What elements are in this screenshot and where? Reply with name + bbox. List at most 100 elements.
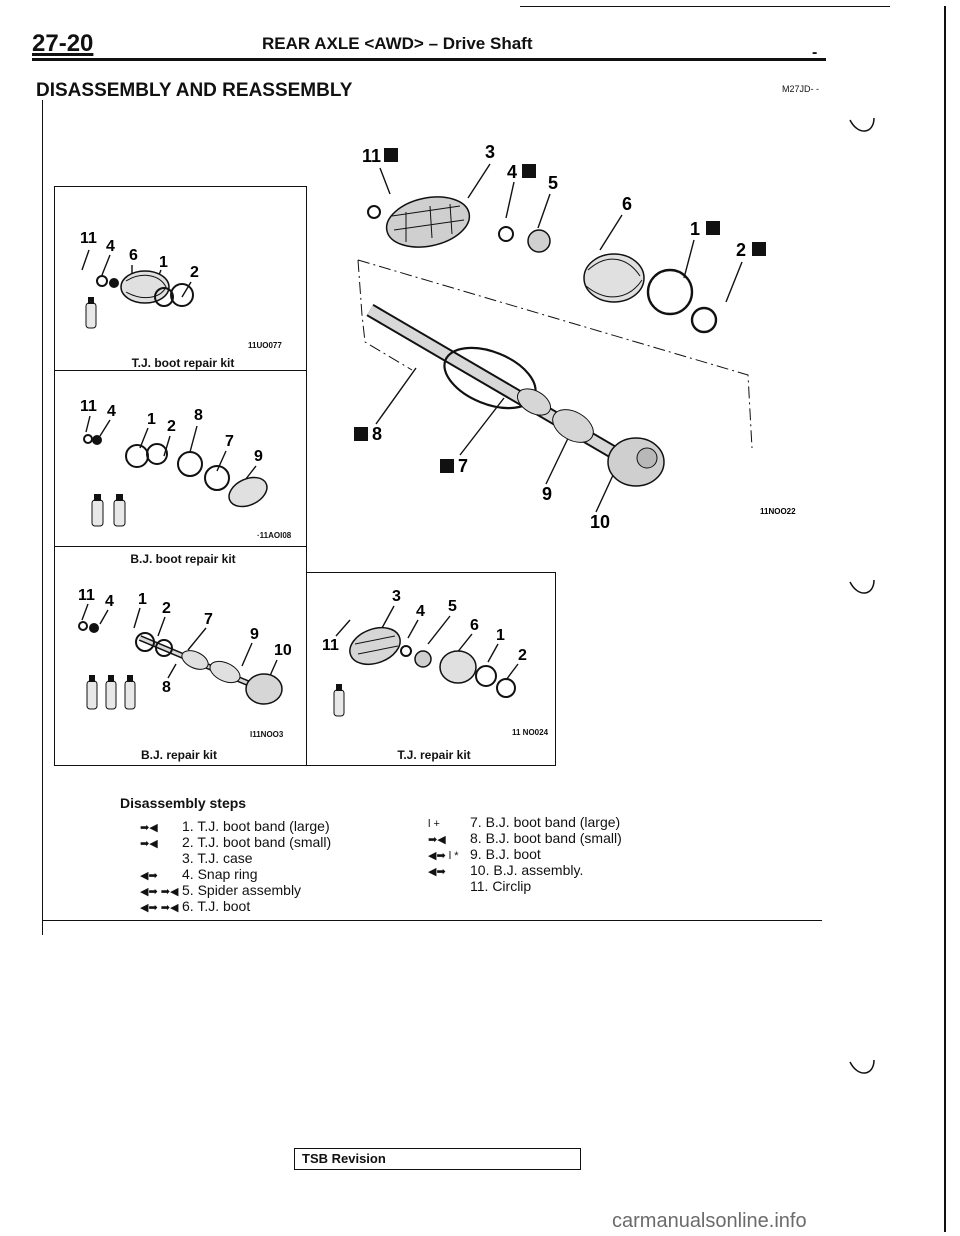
svg-text:4: 4 [107, 403, 116, 420]
left-margin-rule [42, 100, 43, 935]
svg-text:4: 4 [106, 238, 115, 255]
header-tick: - [812, 44, 818, 61]
svg-text:7: 7 [225, 433, 234, 450]
svg-text:2: 2 [162, 600, 171, 617]
svg-text:1: 1 [690, 219, 700, 239]
tsb-revision-box [294, 1148, 581, 1170]
page-number: 27-20 [32, 30, 94, 57]
step-8: ➡◀ 8. B.J. boot band (small) [428, 830, 622, 846]
right-page-edge [944, 6, 946, 1232]
svg-text:4: 4 [416, 603, 425, 620]
step-5: ◀➡ ➡◀5. Spider assembly [140, 882, 331, 898]
step-10: ◀➡ 10. B.J. assembly. [428, 862, 622, 878]
step-marker: ◀➡ [428, 866, 446, 878]
step-9: ◀➡ l * 9. B.J. boot [428, 846, 622, 862]
svg-text:4: 4 [507, 162, 517, 182]
bottom-rule [42, 920, 822, 921]
svg-text:6: 6 [470, 617, 479, 634]
step-text: 3. T.J. case [182, 850, 253, 866]
step-7: l + 7. B.J. boot band (large) [428, 814, 622, 830]
svg-text:2: 2 [167, 418, 176, 435]
step-text: 5. Spider assembly [182, 882, 302, 898]
svg-text:3: 3 [485, 142, 495, 162]
bj-boot-code: ·11AOl08 [257, 531, 292, 540]
svg-text:5: 5 [448, 598, 457, 615]
binder-marks [849, 117, 875, 1074]
tsb-revision-label: TSB Revision [302, 1151, 386, 1166]
step-2: ➡◀ 2. T.J. boot band (small) [140, 834, 331, 850]
step-text: 7. B.J. boot band (large) [470, 814, 621, 830]
step-text: 2. T.J. boot band (small) [182, 834, 332, 850]
step-marker: ◀➡ ➡◀ [140, 902, 179, 914]
svg-text:1: 1 [147, 411, 156, 428]
svg-text:11: 11 [362, 146, 381, 166]
svg-text:1: 1 [159, 254, 168, 271]
svg-text:5: 5 [548, 173, 558, 193]
bj-boot-kit-illustration: 11 4 1 2 8 7 9 [80, 398, 268, 527]
step-marker: ➡◀ [140, 822, 158, 834]
svg-text:1: 1 [138, 591, 147, 608]
svg-text:8: 8 [194, 407, 203, 424]
step-marker: ◀➡ l * [428, 850, 459, 862]
step-text: 1. T.J. boot band (large) [182, 818, 330, 834]
drive-shaft-exploded-diagram: 11 3 4 5 6 1 2 8 7 9 10 11NOO22 [354, 142, 796, 532]
svg-text:10: 10 [274, 642, 292, 659]
tj-repair-panel [306, 572, 556, 766]
tj-repair-caption: T.J. repair kit [397, 748, 471, 762]
svg-text:11: 11 [80, 230, 97, 247]
kit-divider-2 [54, 546, 307, 547]
svg-text:3: 3 [392, 588, 401, 605]
svg-text:9: 9 [254, 448, 263, 465]
svg-text:10: 10 [590, 512, 610, 532]
tj-boot-kit-illustration: 11 4 6 1 2 [80, 230, 199, 329]
section-title: DISASSEMBLY AND REASSEMBLY [36, 80, 353, 101]
step-6: ◀➡ ➡◀6. T.J. boot [140, 898, 331, 914]
svg-text:9: 9 [250, 626, 259, 643]
svg-text:2: 2 [190, 264, 199, 281]
step-text: 4. Snap ring [182, 866, 258, 882]
svg-text:11NOO22: 11NOO22 [760, 507, 796, 516]
svg-text:7: 7 [458, 456, 468, 476]
header-title: REAR AXLE <AWD> – Drive Shaft [262, 34, 533, 53]
step-text: 6. T.J. boot [182, 898, 251, 914]
step-3: 3. T.J. case [140, 850, 331, 866]
tj-repair-kit-illustration: 3 4 5 6 1 2 11 [322, 588, 527, 717]
svg-text:9: 9 [542, 484, 552, 504]
svg-text:11: 11 [78, 587, 95, 604]
svg-text:2: 2 [736, 240, 746, 260]
tj-boot-caption: T.J. boot repair kit [131, 356, 235, 370]
kit-panel-column [54, 186, 307, 766]
bj-repair-kit-illustration: 11 4 1 2 7 9 10 8 [78, 587, 292, 710]
svg-text:7: 7 [204, 611, 213, 628]
disassembly-steps-title: Disassembly steps [120, 795, 247, 811]
svg-text:11: 11 [80, 398, 97, 415]
bj-repair-caption: B.J. repair kit [140, 748, 218, 762]
svg-text:1: 1 [496, 627, 505, 644]
left-steps-list: ➡◀ 1. T.J. boot band (large) ➡◀ 2. T.J. bo… [140, 818, 331, 914]
step-text: 8. B.J. boot band (small) [470, 830, 622, 846]
step-marker: l + [428, 818, 440, 830]
svg-text:2: 2 [518, 647, 527, 664]
step-marker: ◀➡ [140, 870, 158, 882]
svg-text:8: 8 [372, 424, 382, 444]
section-code: M27JD- - [782, 84, 820, 94]
right-steps-list: l + 7. B.J. boot band (large) ➡◀ 8. B.J. b… [428, 814, 622, 894]
step-11: 11. Circlip [428, 878, 622, 894]
step-marker: ◀➡ ➡◀ [140, 886, 179, 898]
step-marker: ➡◀ [428, 834, 446, 846]
svg-text:6: 6 [129, 247, 138, 264]
svg-text:8: 8 [162, 679, 171, 696]
bj-boot-caption: B.J. boot repair kit [130, 552, 236, 566]
header-rule [32, 58, 826, 61]
step-text: 11. Circlip [470, 878, 532, 894]
svg-text:4: 4 [105, 593, 114, 610]
top-rule [520, 6, 890, 7]
tj-boot-code: 11UO077 [248, 341, 282, 350]
step-1: ➡◀ 1. T.J. boot band (large) [140, 818, 331, 834]
tj-repair-code: 11 NO024 [512, 728, 549, 737]
step-text: 9. B.J. boot [470, 846, 541, 862]
step-marker: ➡◀ [140, 838, 158, 850]
bj-repair-code: l11NOO3 [250, 730, 284, 739]
step-text: 10. B.J. assembly. [470, 862, 584, 878]
kit-divider-1 [54, 370, 307, 371]
